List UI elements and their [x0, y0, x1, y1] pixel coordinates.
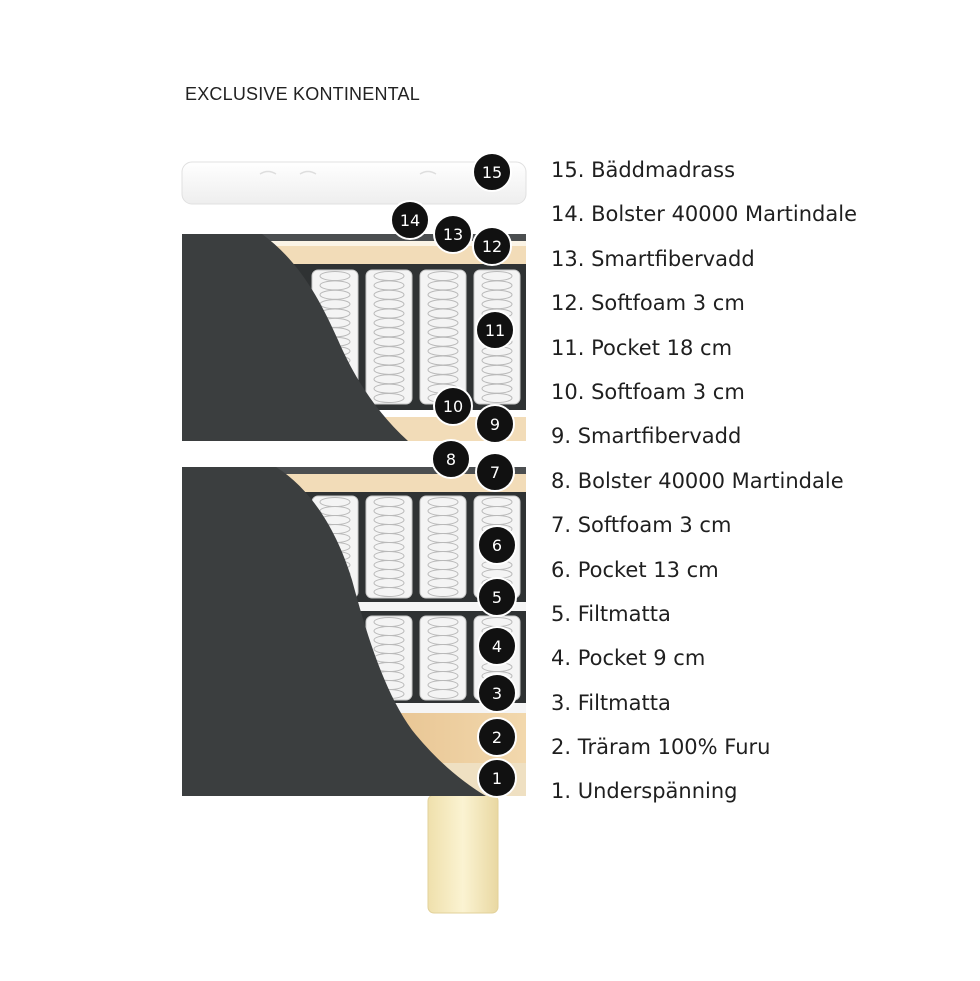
bed-leg [427, 794, 499, 914]
layer-badges: 15 14 13 12 11 10 9 8 7 6 5 4 3 2 1 [390, 152, 517, 798]
layer-15-topper [181, 161, 527, 205]
badge-number: 8 [446, 450, 456, 469]
layer-badge: 4 [477, 626, 517, 666]
layer-badge: 1 [477, 758, 517, 798]
badge-number: 15 [482, 163, 502, 182]
layer-14-top-cover [182, 234, 526, 241]
badge-number: 12 [482, 237, 502, 256]
badge-number: 9 [490, 415, 500, 434]
badge-number: 6 [492, 536, 502, 555]
layer-badge: 7 [475, 452, 515, 492]
top-mattress [182, 234, 526, 441]
badge-number: 10 [443, 397, 463, 416]
layer-13-fibre [182, 241, 526, 246]
badge-number: 14 [400, 211, 420, 230]
layer-badge: 2 [477, 717, 517, 757]
legend-item: 8. Bolster 40000 Martindale [551, 468, 844, 493]
layer-badge: 5 [477, 577, 517, 617]
legend-item: 2. Träram 100% Furu [551, 735, 771, 760]
legend-item: 1. Underspänning [551, 779, 738, 804]
badge-number: 1 [492, 769, 502, 788]
legend-item: 4. Pocket 9 cm [551, 646, 706, 671]
layer-badge: 8 [431, 439, 471, 479]
layer-8-cover [182, 467, 526, 474]
pocket-spring [419, 495, 467, 599]
legend-item: 7. Softfoam 3 cm [551, 513, 732, 538]
badge-number: 5 [492, 588, 502, 607]
layer-legend: 15. Bäddmadrass 14. Bolster 40000 Martin… [551, 152, 857, 818]
badge-number: 4 [492, 637, 502, 656]
legend-item: 15. Bäddmadrass [551, 158, 736, 182]
layer-badge: 9 [475, 404, 515, 444]
diagram-title: EXCLUSIVE KONTINENTAL [185, 84, 420, 104]
badge-number: 13 [443, 225, 463, 244]
layer-badge: 15 [472, 152, 512, 192]
legend-item: 12. Softfoam 3 cm [551, 291, 745, 316]
bottom-base [182, 467, 526, 796]
legend-item: 6. Pocket 13 cm [551, 557, 719, 582]
legend-item: 14. Bolster 40000 Martindale [551, 202, 857, 227]
layer-badge: 11 [475, 310, 515, 350]
top-fabric-cutaway [182, 234, 408, 441]
pocket-spring [419, 269, 467, 405]
layer-badge: 12 [472, 226, 512, 266]
badge-number: 3 [492, 684, 502, 703]
badge-number: 7 [490, 463, 500, 482]
layer-badge: 13 [433, 214, 473, 254]
legend-item: 10. Softfoam 3 cm [551, 379, 745, 404]
bottom-fabric-cutaway [182, 467, 486, 796]
legend-item: 11. Pocket 18 cm [551, 335, 733, 360]
badge-number: 2 [492, 728, 502, 747]
layer-badge: 14 [390, 200, 430, 240]
layer-badge: 10 [433, 386, 473, 426]
legend-item: 9. Smartfibervadd [551, 424, 742, 449]
legend-item: 13. Smartfibervadd [551, 246, 755, 271]
badge-number: 11 [485, 321, 505, 340]
layer-badge: 6 [477, 525, 517, 565]
pocket-spring [365, 495, 413, 599]
legend-item: 3. Filtmatta [551, 690, 671, 715]
pocket-spring [419, 615, 467, 701]
legend-item: 5. Filtmatta [551, 601, 671, 626]
layer-badge: 3 [477, 673, 517, 713]
pocket-spring [365, 269, 413, 405]
